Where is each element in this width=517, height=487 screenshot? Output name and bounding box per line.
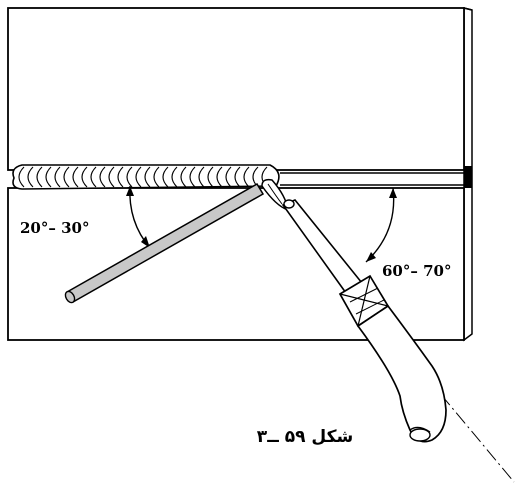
weld-ripple [117, 166, 124, 188]
torch-handle [356, 304, 447, 443]
weld-ripple [18, 166, 25, 188]
weld-ripple [72, 166, 79, 188]
weld-ripple [36, 166, 43, 188]
weld-ripple [189, 166, 196, 188]
weld-ripple [108, 166, 115, 188]
weld-ripple [81, 166, 88, 188]
flame [261, 178, 289, 212]
weld-ripple [216, 166, 223, 188]
weld-ripple [135, 166, 142, 188]
weld-ripple [171, 166, 178, 188]
figure-caption: شکل ۵۹ ــ۳ [257, 427, 353, 447]
weld-ripple [180, 166, 187, 188]
weld-ripple [225, 166, 232, 188]
weld-ripple [45, 166, 52, 188]
joint-seam [280, 166, 472, 188]
angle-label-torch: 60°– 70° [382, 262, 451, 280]
weld-ripple [99, 166, 106, 188]
weld-ripple [162, 166, 169, 188]
weld-ripple [234, 166, 241, 188]
weld-ripples [18, 166, 268, 188]
weld-ripple [126, 166, 133, 188]
upper-plate [7, 7, 465, 171]
weld-ripple [207, 166, 214, 188]
weld-ripple [27, 166, 34, 188]
filler-rod [64, 182, 265, 304]
angle-arc-torch [365, 187, 397, 263]
weld-bead [12, 164, 280, 190]
weld-ripple [198, 166, 205, 188]
weld-ripple [54, 166, 61, 188]
weld-ripple [153, 166, 160, 188]
angle-arc-rod [126, 185, 151, 249]
weld-ripple [243, 166, 250, 188]
angle-label-rod: 20°– 30° [20, 219, 89, 237]
weld-ripple [90, 166, 97, 188]
weld-ripple [63, 166, 70, 188]
weld-ripple [144, 166, 151, 188]
